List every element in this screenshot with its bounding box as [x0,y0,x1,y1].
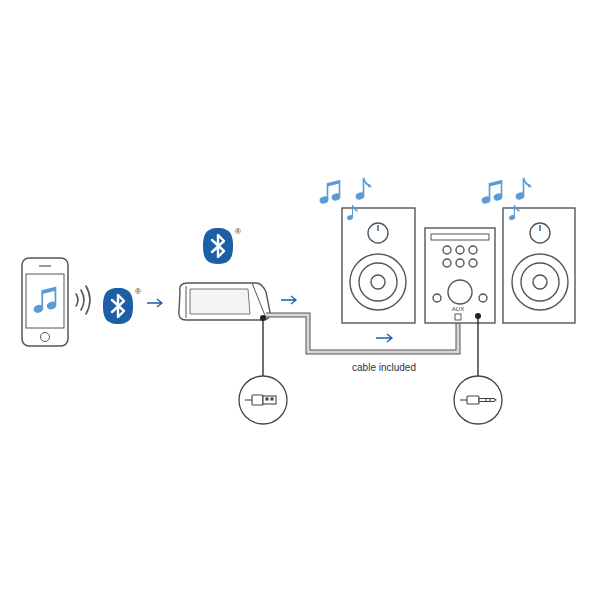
registered-mark: ® [235,228,241,236]
cable-note: cable included [352,363,416,373]
left-speaker [342,208,415,323]
bluetooth-logo [103,288,133,324]
usb-callout [239,315,287,424]
bluetooth-receiver [179,283,270,320]
jack-callout [454,313,502,424]
smartphone [22,258,68,346]
bluetooth-logo [203,228,233,264]
registered-mark: ® [135,288,141,296]
wireless-waves [76,286,90,314]
stereo-unit [425,228,495,323]
right-speaker [503,208,575,323]
music-notes [319,178,530,221]
port-label: AUX [452,306,464,312]
